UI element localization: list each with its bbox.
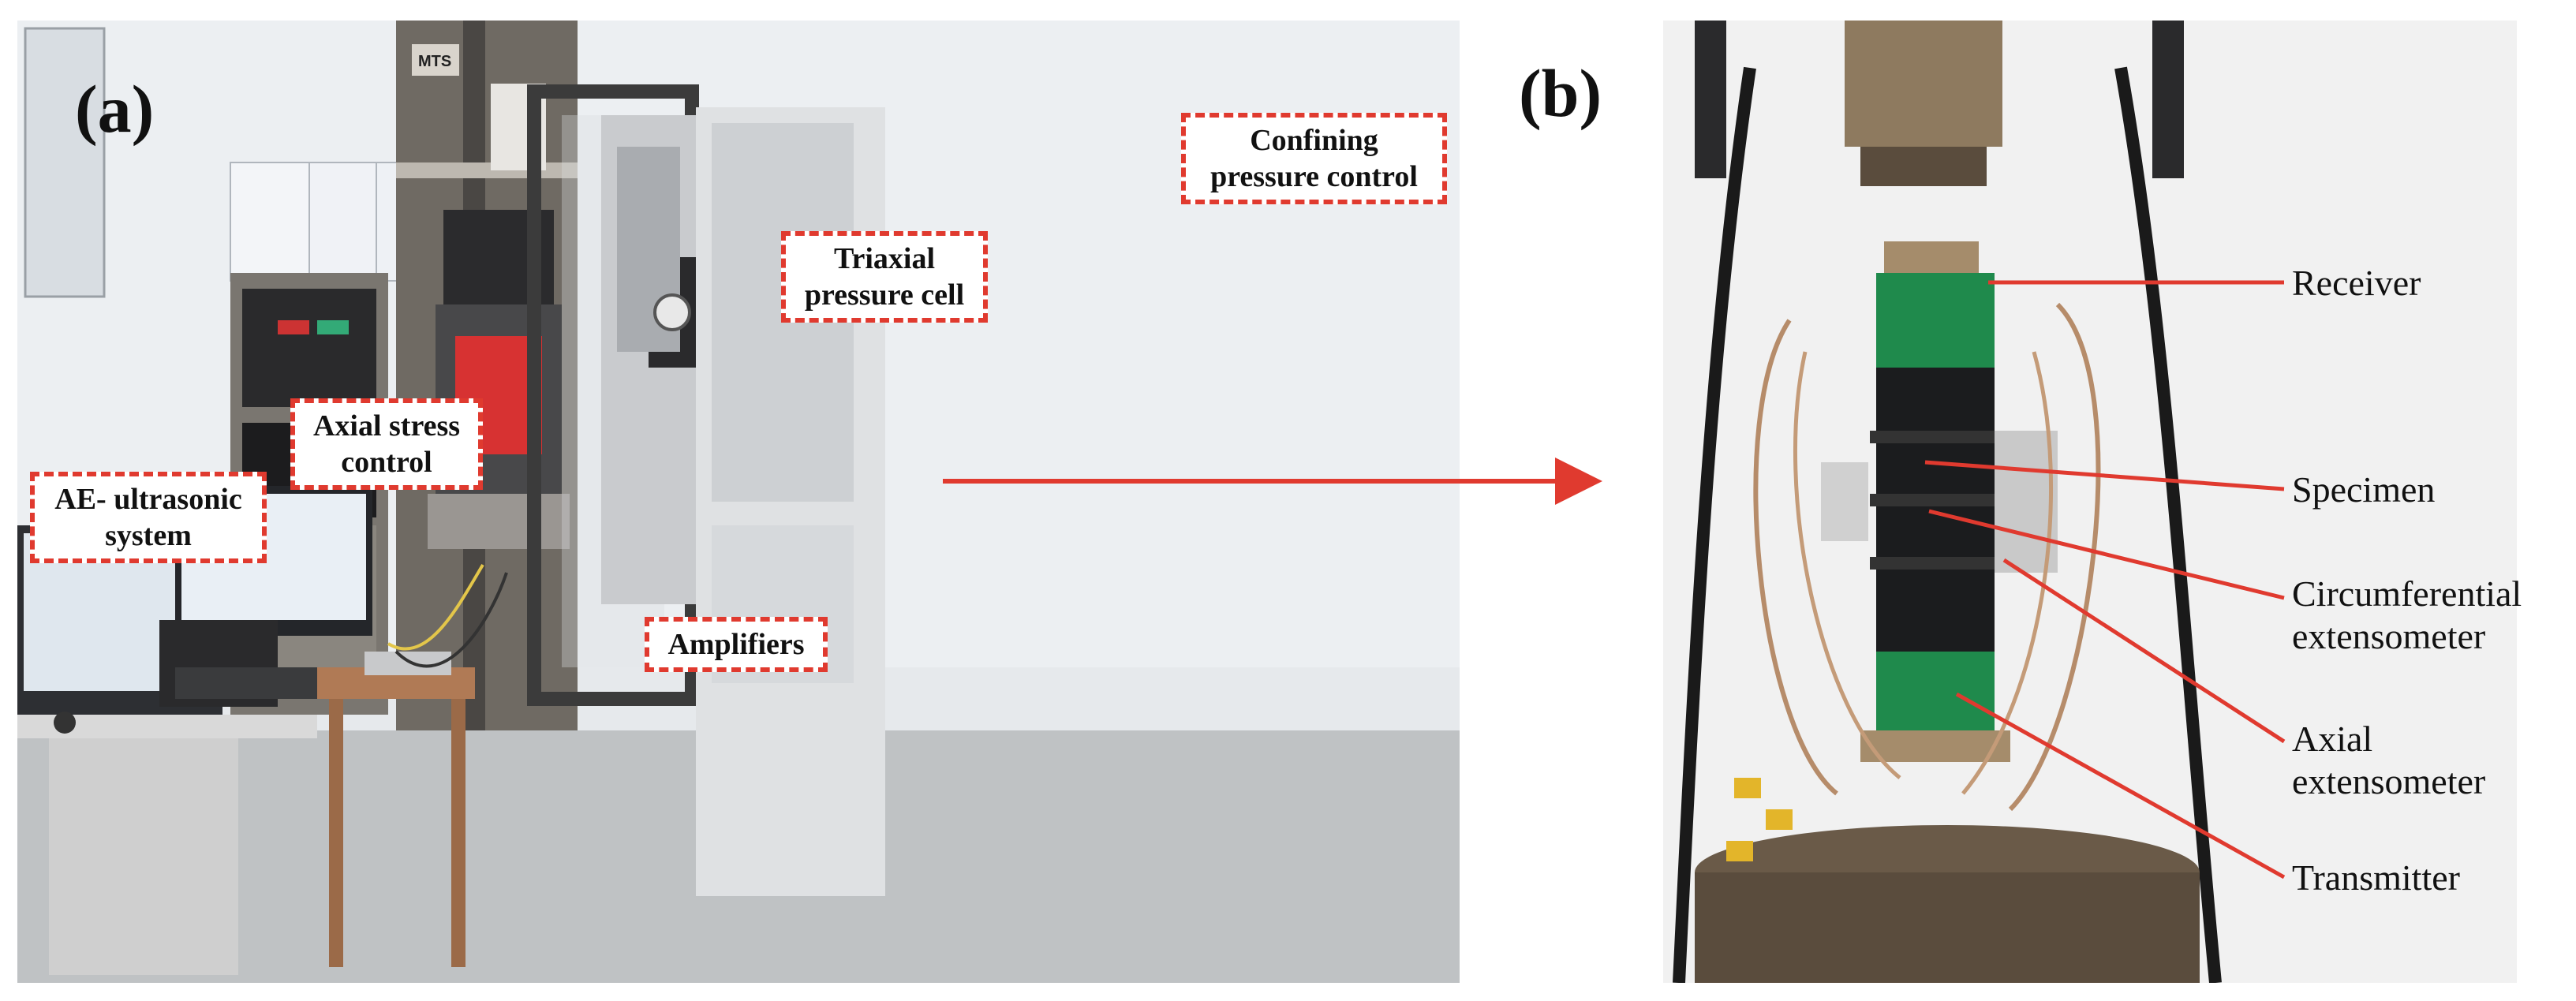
mts-logo: MTS [418, 53, 451, 70]
leader-specimen [1924, 460, 2285, 491]
panel-b-letter: (b) [1519, 55, 1602, 131]
circumferential-band [1870, 431, 2001, 443]
label-transmitter: Transmitter [2292, 857, 2460, 898]
label-specimen: Specimen [2292, 469, 2436, 510]
wall-frame [24, 27, 106, 298]
transmitter-platen [1860, 730, 2010, 762]
panel-b-photo [1663, 21, 2517, 983]
callout-amplifiers: Amplifiers [645, 617, 828, 672]
specimen-closeup-illustration [1663, 21, 2517, 983]
label-circumferential-extensometer: Circumferential extensometer [2292, 573, 2522, 656]
callout-axial-stress-control: Axial stress control [290, 398, 483, 490]
specimen-body [1876, 368, 1995, 652]
leader-circumferential [1928, 509, 2285, 600]
receiver-cap [1884, 241, 1979, 273]
top-piston [1845, 21, 2002, 147]
callout-triaxial-pressure-cell: Triaxial pressure cell [781, 231, 988, 323]
callout-ae-ultrasonic-system: AE- ultrasonic system [30, 472, 267, 563]
label-receiver: Receiver [2292, 263, 2421, 303]
leader-axial [2002, 558, 2286, 744]
callout-confining-pressure-control: Confining pressure control [1181, 113, 1447, 204]
panel-a-letter: (a) [75, 71, 155, 147]
mouse [54, 712, 76, 734]
green-jacket-bottom [1876, 652, 1995, 730]
leader-transmitter [1955, 692, 2286, 880]
label-axial-extensometer: Axial extensometer [2292, 719, 2486, 801]
green-jacket-top [1876, 273, 1995, 368]
